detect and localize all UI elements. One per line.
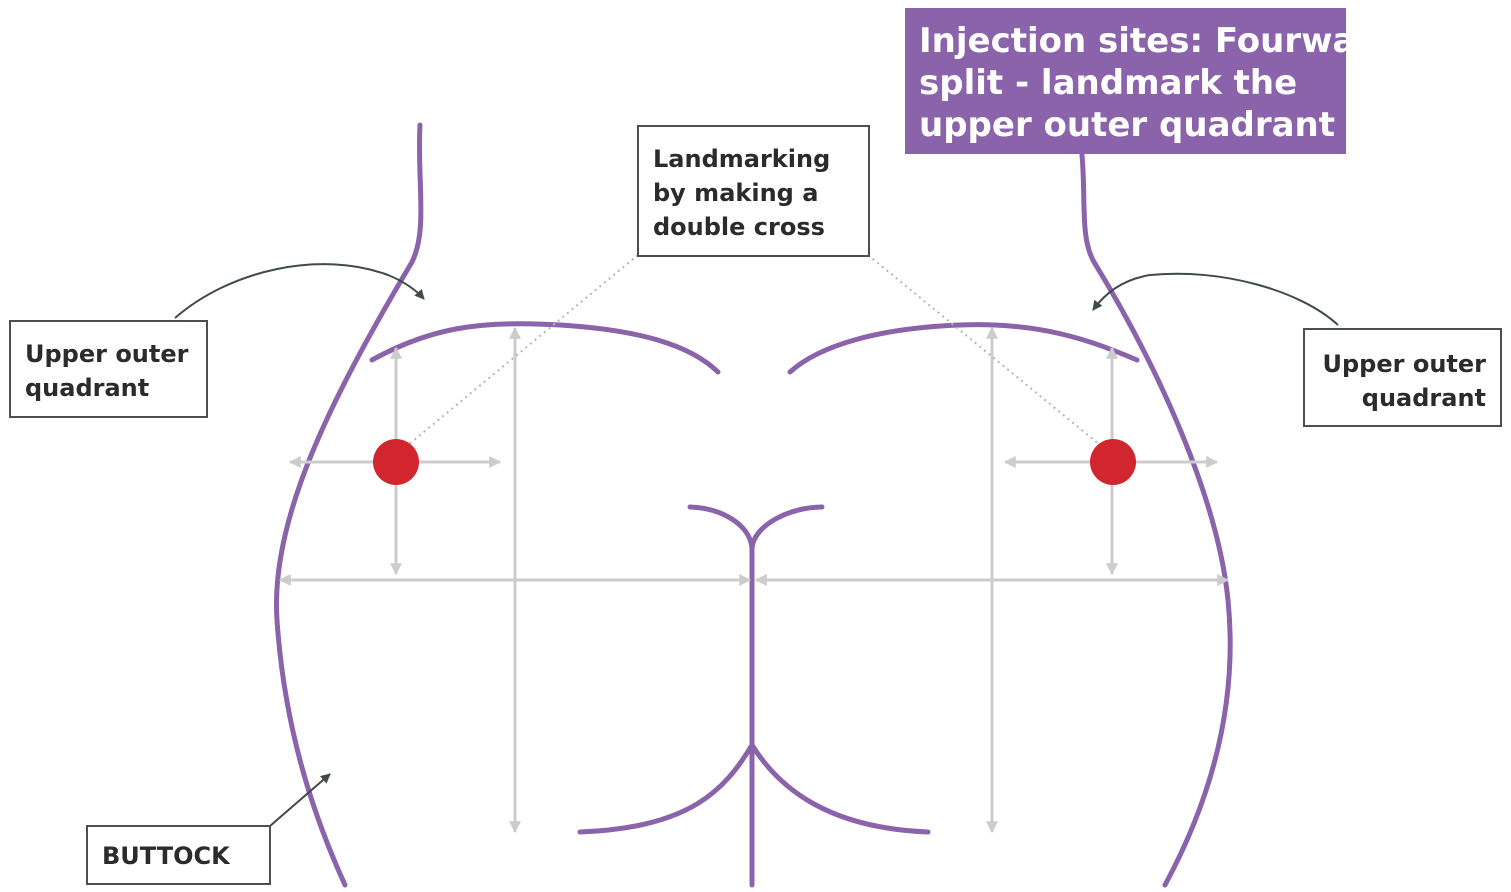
title-line-2: split - landmark the: [919, 62, 1332, 104]
dotted-leaders: [408, 255, 1100, 445]
upper-outer-left-line-2: quadrant: [25, 371, 192, 405]
right-quadrant-pointer: [1093, 274, 1338, 325]
landmarking-line-3: double cross: [653, 210, 854, 244]
pointer-arrows: [175, 264, 1338, 826]
lower-fold-left: [580, 745, 752, 832]
landmarking-line-2: by making a: [653, 176, 854, 210]
diagram-title: Injection sites: Fourway split - landmar…: [905, 8, 1346, 154]
upper-outer-quadrant-label-right: Upper outer quadrant: [1303, 328, 1502, 427]
cleft-top-left: [690, 507, 752, 548]
title-line-3: upper outer quadrant: [919, 104, 1332, 146]
left-injection-site: [373, 439, 419, 485]
buttock-pointer: [270, 774, 330, 826]
buttock-label-text: BUTTOCK: [102, 839, 255, 873]
leader-right: [868, 255, 1100, 445]
buttock-label: BUTTOCK: [86, 825, 271, 885]
cleft-top-right: [752, 507, 822, 548]
leader-left: [408, 255, 638, 445]
upper-outer-left-line-1: Upper outer: [25, 337, 192, 371]
lower-fold-right: [752, 745, 928, 832]
title-line-1: Injection sites: Fourway: [919, 20, 1332, 62]
landmarking-line-1: Landmarking: [653, 142, 854, 176]
right-injection-site: [1090, 439, 1136, 485]
left-hip-outline: [276, 125, 420, 885]
right-hip-outline: [1082, 155, 1230, 885]
upper-outer-quadrant-label-left: Upper outer quadrant: [9, 320, 208, 418]
right-gluteal-fold-top: [790, 325, 1137, 372]
upper-outer-right-line-2: quadrant: [1319, 381, 1486, 415]
upper-outer-right-line-1: Upper outer: [1319, 347, 1486, 381]
landmarking-label: Landmarking by making a double cross: [637, 125, 870, 257]
